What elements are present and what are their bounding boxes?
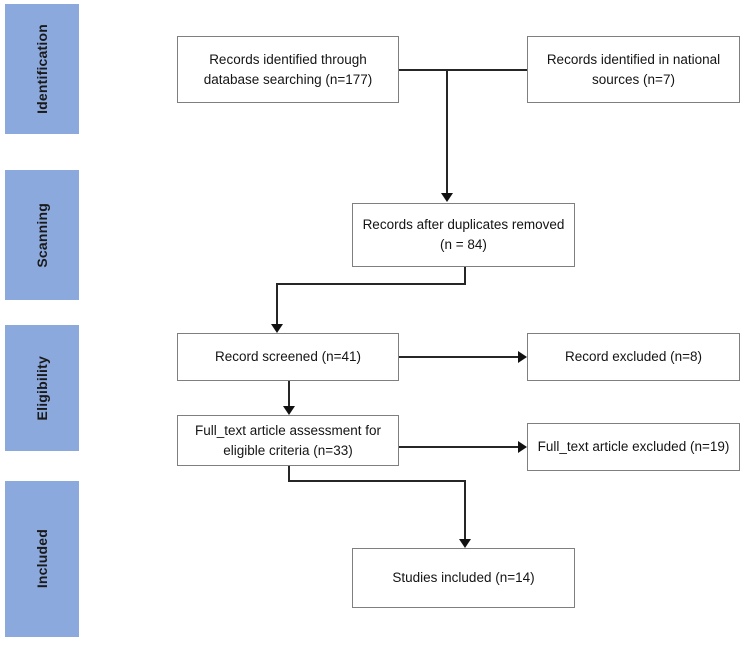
stage-label-eligibility: Eligibility <box>34 355 50 421</box>
node-records-screened-text: Record screened (n=41) <box>215 349 361 365</box>
node-database-records-text: Records identified through database sear… <box>203 51 373 87</box>
connector-fulltext-to-excluded <box>399 446 518 448</box>
arrow-to-records-screened <box>271 324 283 333</box>
node-records-screened: Record screened (n=41) <box>177 333 399 381</box>
stage-block-eligibility: Eligibility <box>5 325 79 451</box>
connector-screened-to-excluded <box>399 356 518 358</box>
stage-label-included: Included <box>34 529 50 589</box>
node-duplicates-removed-text: Records after duplicates removed (n = 84… <box>362 217 565 252</box>
connector-screened-to-fulltext <box>288 381 290 407</box>
connector-duplicates-to-screened <box>276 283 278 325</box>
connector-fulltext-down <box>288 466 290 481</box>
node-national-records-text: Records identified in national sources (… <box>546 51 721 87</box>
arrow-to-duplicates-box <box>441 193 453 202</box>
arrow-to-fulltext-assessed <box>283 406 295 415</box>
connector-fulltext-right <box>288 480 466 482</box>
node-duplicates-removed: Records after duplicates removed (n = 84… <box>352 203 575 267</box>
connector-identification-drop <box>446 69 448 194</box>
connector-identification-horizontal <box>399 69 527 71</box>
arrow-to-studies-included <box>459 539 471 548</box>
connector-fulltext-to-studies <box>464 480 466 540</box>
arrow-to-fulltext-excluded <box>518 441 527 453</box>
node-studies-included-text: Studies included (n=14) <box>392 570 535 586</box>
stage-block-identification: Identification <box>5 4 79 134</box>
stage-block-scanning: Scanning <box>5 170 79 300</box>
node-fulltext-excluded-text: Full_text article excluded (n=19) <box>537 439 730 455</box>
node-fulltext-assessed: Full_text article assessment for eligibl… <box>177 415 399 466</box>
stage-block-included: Included <box>5 481 79 637</box>
stage-label-scanning: Scanning <box>34 202 50 268</box>
node-records-excluded: Record excluded (n=8) <box>527 333 740 381</box>
connector-duplicates-down <box>464 267 466 284</box>
connector-duplicates-left <box>276 283 466 285</box>
node-national-records: Records identified in national sources (… <box>527 36 740 103</box>
stage-label-identification: Identification <box>34 24 50 114</box>
node-fulltext-excluded: Full_text article excluded (n=19) <box>527 423 740 471</box>
arrow-to-records-excluded <box>518 351 527 363</box>
node-studies-included: Studies included (n=14) <box>352 548 575 608</box>
node-fulltext-assessed-text: Full_text article assessment for eligibl… <box>194 422 382 458</box>
node-records-excluded-text: Record excluded (n=8) <box>565 349 702 365</box>
node-database-records: Records identified through database sear… <box>177 36 399 103</box>
